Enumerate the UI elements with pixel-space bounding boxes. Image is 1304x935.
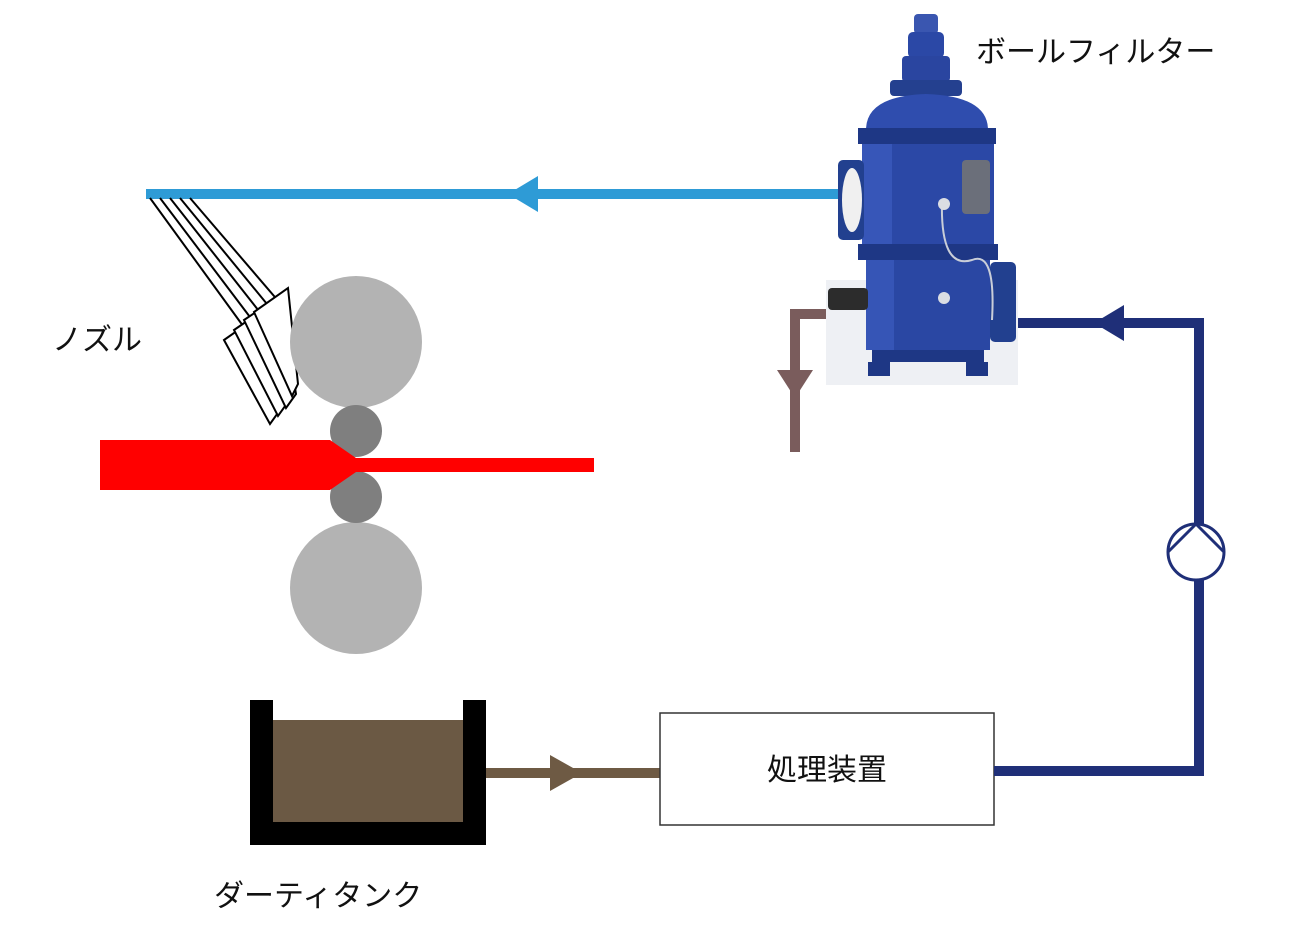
lower-backup-roll: [290, 522, 422, 654]
dirty-tank-label: ダーティタンク: [214, 879, 422, 914]
upper-work-roll: [330, 405, 382, 457]
ball-filter-label: ボールフィルター: [976, 35, 1215, 70]
rolled-strip: [100, 440, 594, 490]
flow-arrow-icon: [550, 755, 582, 791]
flow-arrow-icon: [508, 176, 538, 212]
upper-backup-roll: [290, 276, 422, 408]
nozzle-assembly: [149, 197, 300, 426]
ball-filter-illustration: [826, 14, 1018, 385]
flow-arrow-icon: [777, 370, 813, 398]
pump-icon: [1166, 522, 1226, 582]
flow-arrow-icon: [1094, 305, 1124, 341]
nozzle-label: ノズル: [52, 323, 142, 358]
processing-unit-box: [659, 712, 995, 826]
lower-work-roll: [330, 471, 382, 523]
dirty-tank: [250, 700, 486, 845]
processing-unit-label: 処理装置: [767, 753, 887, 788]
